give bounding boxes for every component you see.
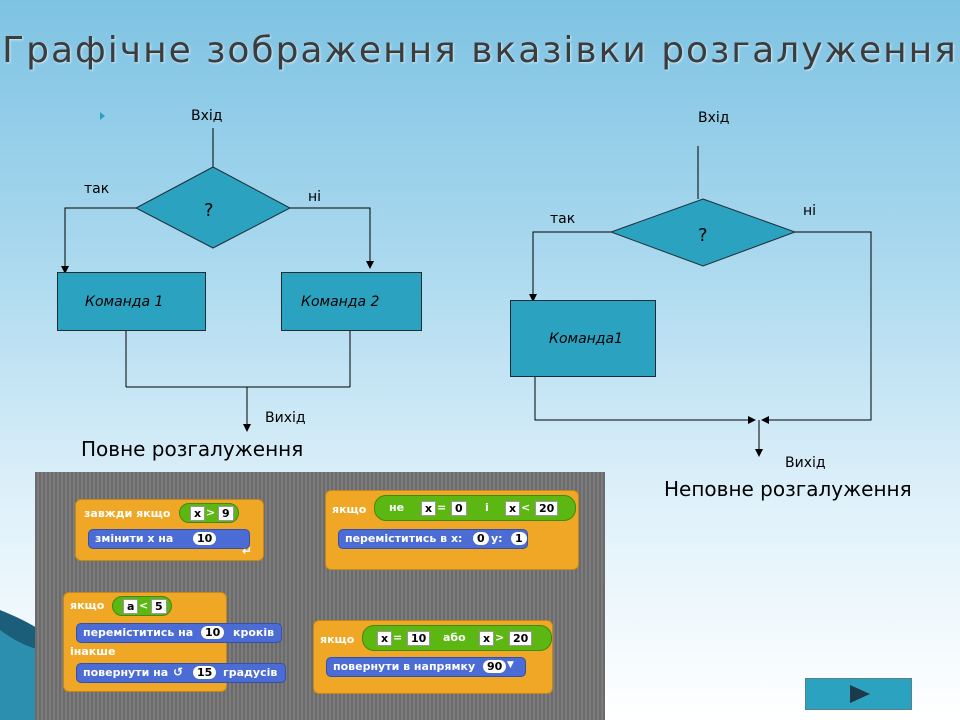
full-no-line (290, 207, 374, 269)
partial-command-box: Команда1 (510, 300, 656, 377)
full-yes-label: так (84, 181, 110, 197)
partial-no-line (761, 231, 872, 424)
scratch-blocks-panel: завжди якщо x > 9 змінити х на 10 ↵ якщо… (35, 472, 605, 720)
scratch-forever-if-block: завжди якщо x > 9 змінити х на 10 ↵ (75, 499, 264, 561)
scratch-if-and-block: якщо не x = 0 і x < 20 переміститись в x… (325, 490, 579, 570)
partial-merge-line (534, 375, 756, 424)
partial-yes-label: так (550, 211, 576, 227)
partial-decision-diamond (609, 198, 797, 267)
full-input-label: Вхід (191, 108, 223, 124)
full-yes-line (61, 207, 136, 274)
condition-lt: a < 5 (112, 596, 172, 616)
condition-and: не x = 0 і x < 20 (374, 495, 576, 521)
loop-arrow-icon: ↵ (242, 544, 253, 558)
partial-command-label: Команда1 (549, 330, 623, 347)
move-steps-block: переміститись на 10 кроків (76, 623, 282, 643)
full-command-2-label: Команда 2 (301, 293, 380, 310)
full-question-mark: ? (204, 200, 214, 221)
full-no-label: ні (308, 189, 322, 205)
partial-input-label: Вхід (698, 110, 730, 126)
partial-no-label: ні (803, 203, 817, 219)
turn-degrees-block: повернути на ↺ 15 градусів (76, 663, 286, 683)
condition-or: x = 10 або x > 20 (362, 625, 552, 651)
point-direction-block: повернути в напрямку 90 ▼ (326, 657, 526, 677)
full-command-1-box: Команда 1 (57, 272, 206, 331)
partial-question-mark: ? (698, 225, 708, 246)
full-command-2-box: Команда 2 (281, 272, 422, 331)
scratch-if-or-block: якщо x = 10 або x > 20 повернути в напря… (313, 620, 553, 694)
goto-xy-block: переміститись в x: 0 y: 1 (338, 529, 528, 549)
full-decision-diamond (134, 166, 292, 249)
full-output-label: Вихід (265, 410, 306, 426)
full-command-1-label: Команда 1 (85, 293, 164, 310)
partial-output-label: Вихід (785, 455, 826, 471)
change-x-block: змінити х на 10 (88, 529, 250, 549)
scratch-if-else-block: якщо a < 5 переміститись на 10 кроків ін… (63, 592, 286, 692)
forever-if-label: завжди якщо (84, 507, 171, 520)
partial-yes-line (529, 231, 611, 302)
next-slide-button[interactable] (805, 678, 912, 710)
bullet-icon (100, 112, 105, 120)
partial-branching-caption: Неповне розгалуження (664, 477, 912, 501)
dropdown-arrow-icon: ▼ (507, 660, 514, 670)
rotate-icon: ↺ (173, 665, 184, 679)
condition-gt: x > 9 (179, 503, 239, 523)
full-branching-caption: Повне розгалуження (81, 437, 304, 461)
page-title: Графічне зображення вказівки розгалуженн… (2, 30, 958, 71)
decorative-wave (0, 610, 40, 720)
play-triangle-icon (850, 685, 870, 703)
